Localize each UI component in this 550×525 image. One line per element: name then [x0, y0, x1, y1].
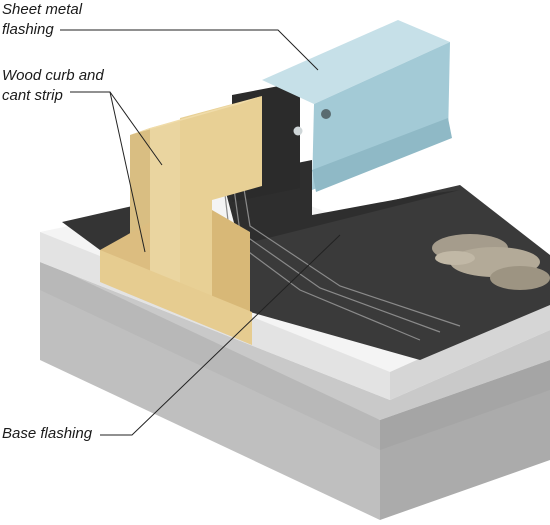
membrane-right-field: [240, 185, 550, 360]
label-sheet-metal-flashing: Sheet metal flashing: [2, 0, 82, 40]
leader-line-cant-strip: [109, 91, 146, 253]
leader-line-sheet-metal: [60, 29, 319, 71]
membrane-seam-line: [221, 167, 421, 341]
label-wood-curb-line1: Wood curb and: [2, 67, 104, 84]
wood-sill: [100, 250, 252, 345]
fastener-icon: [293, 126, 303, 136]
gravel-ballast: [432, 234, 550, 290]
concrete-slab-front: [40, 290, 380, 520]
insulation-layer-side: [390, 300, 550, 400]
concrete-slab-side: [380, 390, 550, 520]
label-wood-curb-line2: cant strip: [2, 87, 63, 104]
label-wood-curb: Wood curb and cant strip: [2, 66, 104, 106]
fastener-icon: [321, 109, 331, 119]
wood-curb-board-right: [180, 96, 262, 308]
label-sheet-metal-line2: flashing: [2, 21, 54, 38]
wood-curb-board-left: [150, 120, 180, 305]
label-base-flashing: Base flashing: [2, 425, 93, 442]
leader-line-base-flashing: [100, 234, 341, 436]
label-sheet-metal-line1: Sheet metal: [2, 1, 83, 18]
sheet-metal-drip-edge: [312, 118, 452, 192]
sheet-metal-top: [262, 20, 450, 104]
cant-strip-right: [212, 210, 250, 312]
sheet-metal-front: [312, 42, 450, 190]
wood-curb-top: [130, 96, 262, 135]
membrane-seam-line: [229, 159, 441, 333]
